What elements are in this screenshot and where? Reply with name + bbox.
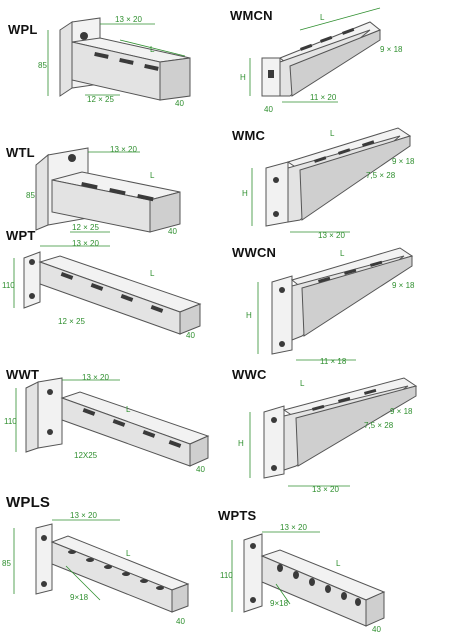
code-wpls: WPLS: [6, 494, 51, 511]
code-wpts: WPTS: [218, 508, 257, 523]
wwcn-dim-inner: 11 × 18: [320, 357, 347, 366]
wtl-dim-height: 85: [26, 191, 35, 200]
wwt-dim-height: 110: [4, 417, 17, 426]
wmcn-dim-length: L: [320, 13, 325, 22]
wpts-dim-height: 110: [220, 571, 233, 580]
wmcn-dim-foot: 40: [264, 105, 273, 114]
wmcn-dim-top: 9 × 18: [380, 45, 403, 54]
wpls-dim-foot: 40: [176, 617, 185, 626]
wmc-dim-inner: 13 × 20: [318, 231, 345, 240]
bracket-wmcn: H 11 × 20 9 × 18 L 40: [240, 7, 403, 114]
wmc-dim-side: 7,5 × 28: [366, 171, 396, 180]
code-wtl: WTL: [6, 145, 35, 160]
wwcn-dim-top: 9 × 18: [392, 281, 415, 290]
bracket-wpt: 13 × 20 12 × 25 110 L 40: [2, 239, 202, 340]
wwc-dim-side: 7,5 × 28: [364, 421, 394, 430]
bracket-wpts: 13 × 20 9×18 110 L 40: [220, 523, 386, 634]
wpt-dim-height: 110: [2, 281, 15, 290]
wwt-dim-top: 13 × 20: [82, 373, 109, 382]
wwt-dim-foot: 40: [196, 465, 205, 474]
code-wpl: WPL: [8, 22, 38, 37]
wpt-dim-inner: 12 × 25: [58, 317, 85, 326]
wwcn-dim-height: H: [246, 311, 252, 320]
bracket-wwc: H 13 × 20 9 × 18 7,5 × 28 L: [238, 377, 418, 494]
wwt-dim-inner: 12X25: [74, 451, 98, 460]
bracket-wpls: 13 × 20 9×18 85 L 40: [2, 511, 190, 626]
bracket-wwt: 13 × 20 12X25 110 L 40: [4, 373, 210, 474]
wpts-dim-length: L: [336, 559, 341, 568]
wpl-dim-height: 85: [38, 61, 47, 70]
wpt-dim-top: 13 × 20: [72, 239, 99, 248]
wpl-dim-inner: 12 × 25: [87, 95, 114, 104]
wpls-dim-height: 85: [2, 559, 11, 568]
code-wwt: WWT: [6, 367, 40, 382]
code-wmcn: WMCN: [230, 8, 273, 23]
wwc-dim-inner: 13 × 20: [312, 485, 339, 494]
wtl-dim-length: L: [150, 171, 155, 180]
bracket-wpl: 13 × 20 12 × 25 85 L 40: [38, 15, 191, 108]
wpl-dim-top: 13 × 20: [115, 15, 142, 24]
bracket-wtl: 13 × 20 12 × 25 85 L 40: [26, 145, 181, 236]
wpts-dim-foot: 40: [372, 625, 381, 634]
wpl-dim-length: L: [150, 45, 155, 54]
wpts-dim-inner: 9×18: [270, 599, 289, 608]
wmc-dim-height: H: [242, 189, 248, 198]
wmc-dim-top: 9 × 18: [392, 157, 415, 166]
code-wwcn: WWCN: [232, 245, 277, 260]
wpls-dim-length: L: [126, 549, 131, 558]
wwc-dim-length: L: [300, 379, 305, 388]
bracket-wwcn: H 11 × 18 9 × 18 L: [246, 247, 415, 366]
wtl-dim-inner: 12 × 25: [72, 223, 99, 232]
wpls-dim-inner: 9×18: [70, 593, 89, 602]
wtl-dim-foot: 40: [168, 227, 177, 236]
bracket-wmc: H 13 × 20 9 × 18 7,5 × 28 L: [242, 127, 415, 240]
wpts-dim-top: 13 × 20: [280, 523, 307, 532]
wwt-dim-length: L: [126, 405, 131, 414]
wmcn-dim-height: H: [240, 73, 246, 82]
code-wmc: WMC: [232, 128, 266, 143]
wpls-dim-top: 13 × 20: [70, 511, 97, 520]
wmcn-dim-inner: 11 × 20: [310, 93, 337, 102]
wpl-dim-foot: 40: [175, 99, 184, 108]
code-wpt: WPT: [6, 228, 36, 243]
wwc-dim-top: 9 × 18: [390, 407, 413, 416]
wwc-dim-height: H: [238, 439, 244, 448]
wpt-dim-length: L: [150, 269, 155, 278]
wwcn-dim-length: L: [340, 249, 345, 258]
wtl-dim-top: 13 × 20: [110, 145, 137, 154]
wpt-dim-foot: 40: [186, 331, 195, 340]
code-wwc: WWC: [232, 367, 267, 382]
wmc-dim-length: L: [330, 129, 335, 138]
